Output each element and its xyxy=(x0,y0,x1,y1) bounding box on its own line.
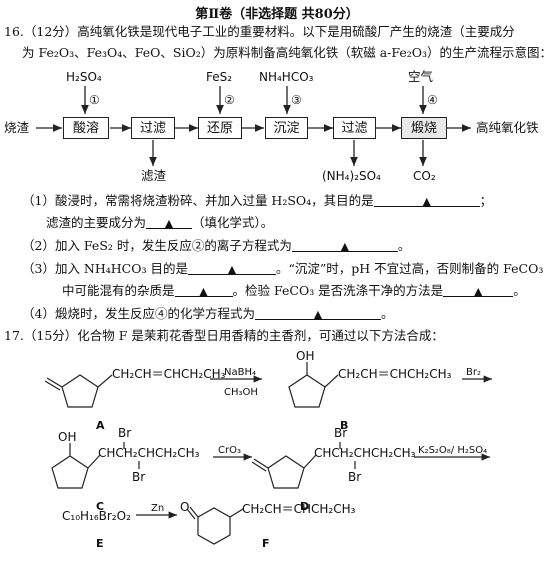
ring-C xyxy=(51,455,89,489)
reagent-Br2: Br₂ xyxy=(466,367,481,378)
output-filter-residue: 滤渣 xyxy=(141,168,167,183)
q16-intro-line1: 16.（12分）高纯氧化铁是现代电子工业的重要材料。以下是用硫酸厂产生的烧渣（主… xyxy=(4,24,515,39)
ring-D xyxy=(267,455,305,489)
flow-step-5: 过滤 xyxy=(333,117,376,139)
answer-blank[interactable]: ▲ xyxy=(187,261,276,276)
A-side-chain: CH₂CH＝CHCH₂CH₃ xyxy=(112,367,226,381)
D-bromine-top: Br xyxy=(334,426,347,440)
q16-intro-line2: 为 Fe₂O₃、Fe₃O₄、FeO、SiO₂）为原料制备高纯氧化铁（软磁 a-F… xyxy=(22,45,553,60)
B-hydroxyl: OH xyxy=(296,349,314,363)
C-hydroxyl: OH xyxy=(58,430,76,444)
flow-step-4: 沉淀 xyxy=(265,117,308,139)
q16-part1-line2: 滤渣的主要成分为▲（填化学式）。 xyxy=(46,215,274,230)
C-bromine-bottom: Br xyxy=(132,470,145,484)
reagent-mark-3: ③ xyxy=(291,93,302,107)
label-B: B xyxy=(340,419,348,432)
label-A: A xyxy=(96,419,105,432)
C-bromine-top: Br xyxy=(118,426,131,440)
answer-blank[interactable]: ▲ xyxy=(254,306,381,321)
flow-step-6: 煅烧 xyxy=(401,117,447,139)
label-F: F xyxy=(262,537,270,550)
reagent-CH3OH: CH₃OH xyxy=(224,387,258,398)
q16-part1-line1: （1）酸浸时，常需将烧渣粉碎、并加入过量 H₂SO₄，其目的是▲； xyxy=(22,193,493,208)
ring-A xyxy=(61,374,99,408)
output-co2: CO₂ xyxy=(413,169,436,183)
output-ammonium-sulfate: (NH₄)₂SO₄ xyxy=(322,169,381,183)
flow-step-1: 酸溶 xyxy=(63,117,109,139)
q16-part3-line2: 中可能混有的杂质是▲。检验 FeCO₃ 是否洗涤干净的方法是▲。 xyxy=(62,283,526,298)
answer-blank[interactable]: ▲ xyxy=(146,215,193,230)
reagent-Zn: Zn xyxy=(151,503,164,514)
C-chain: CHCH₂CHCH₂CH₃ xyxy=(98,446,200,460)
section-title: 第Ⅱ卷（非选择题 共80分） xyxy=(195,7,359,22)
B-side-chain: CH₂CH＝CHCH₂CH₃ xyxy=(338,367,452,381)
label-C: C xyxy=(96,500,104,513)
reagent-mark-4: ④ xyxy=(427,93,438,107)
formula-E: C₁₀H₁₆Br₂O₂ xyxy=(62,509,131,523)
reagent-3: NH₄HCO₃ xyxy=(259,70,314,84)
label-D: D xyxy=(300,500,309,513)
reagent-NaBH4: NaBH₄ xyxy=(224,367,256,378)
label-E: E xyxy=(96,537,104,550)
ring-B xyxy=(288,374,326,408)
F-carbonyl-O: O xyxy=(180,500,189,514)
reagent-2: FeS₂ xyxy=(206,70,233,84)
flow-start: 烧渣 xyxy=(4,120,30,135)
flow-step-3: 还原 xyxy=(198,117,242,139)
D-chain: CHCH₂CHCH₂CH₃ xyxy=(314,446,416,460)
reagent-mark-1: ① xyxy=(89,93,100,107)
answer-blank[interactable]: ▲ xyxy=(443,283,514,298)
reagent-CrO3: CrO₃ xyxy=(218,445,241,456)
reagent-1: H₂SO₄ xyxy=(66,70,102,84)
flow-end: 高纯氧化铁 xyxy=(476,120,539,135)
q16-part2: （2）加入 FeS₂ 时，发生反应②的离子方程式为▲。 xyxy=(22,238,411,253)
flow-arrows xyxy=(36,86,471,166)
flow-step-2: 过滤 xyxy=(131,117,175,139)
reagent-K2S2O8: K₂S₂O₈/ H₂SO₄ xyxy=(418,445,487,456)
q16-part3-line1: （3）加入 NH₄HCO₃ 目的是▲。“沉淀”时，pH 不宜过高，否则制备的 F… xyxy=(22,261,544,276)
q16-part4: （4）煅烧时，发生反应④的化学方程式为▲。 xyxy=(22,306,394,321)
answer-blank[interactable]: ▲ xyxy=(174,283,233,298)
reagent-4: 空气 xyxy=(408,69,434,84)
reagent-mark-2: ② xyxy=(224,93,235,107)
q17-intro: 17.（15分）化合物 F 是茉莉花香型日用香精的主香剂，可通过以下方法合成： xyxy=(4,328,444,343)
D-bromine-bottom: Br xyxy=(348,470,361,484)
ring-F xyxy=(197,507,231,545)
answer-blank[interactable]: ▲ xyxy=(373,193,480,208)
F-side-chain: CH₂CH＝CHCH₂CH₃ xyxy=(242,502,356,516)
answer-blank[interactable]: ▲ xyxy=(291,238,398,253)
synthesis-scheme: CH₂CH＝CHCH₂CH₃ A NaBH₄ CH₃OH OH CH₂CH＝CH… xyxy=(44,349,492,550)
